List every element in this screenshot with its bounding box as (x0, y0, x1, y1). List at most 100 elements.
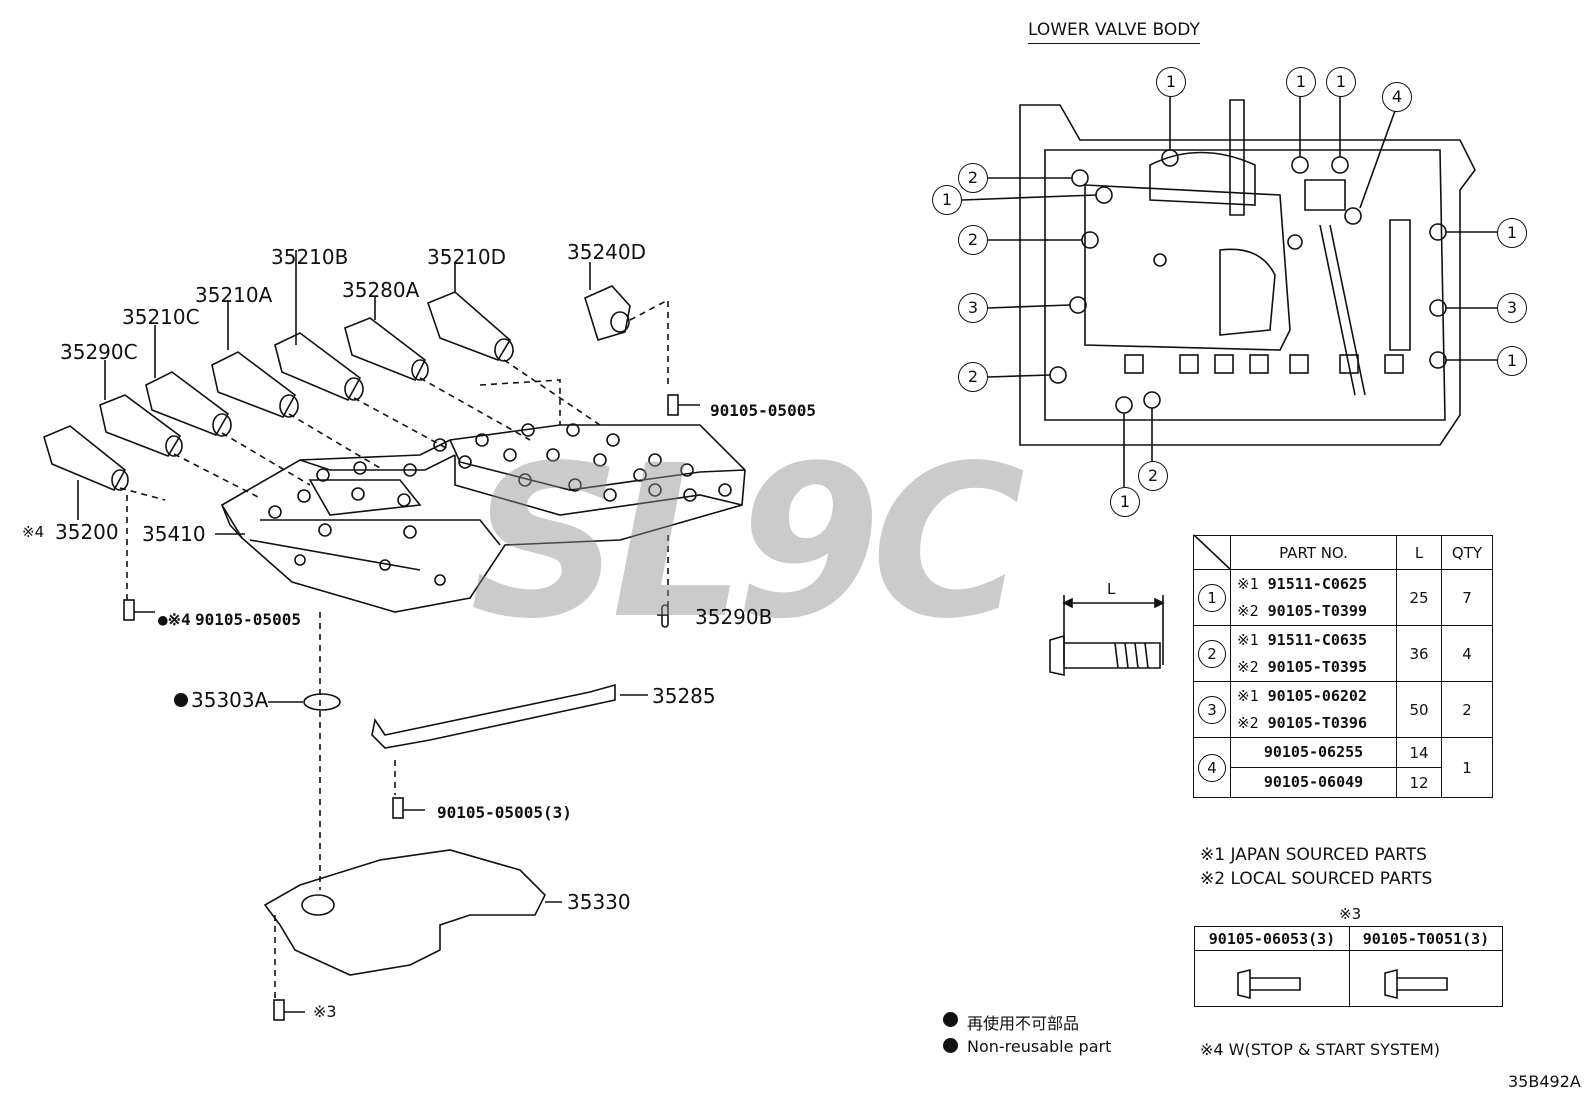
mark: ※2 (1237, 657, 1259, 676)
part-no: 90105-06255 (1230, 737, 1397, 768)
label-35210D: 35210D (427, 245, 507, 269)
table-corner (1193, 535, 1231, 570)
length-cell: 36 (1396, 625, 1442, 682)
bolt-length-label: L (1107, 580, 1116, 598)
label-35410: 35410 (142, 522, 206, 546)
callout-1: 1 (1156, 67, 1186, 97)
strainer-35330 (263, 849, 546, 976)
length-cell: 12 (1396, 767, 1442, 798)
note-3-right-part: 90105-T0051(3) (1349, 926, 1503, 951)
qty-cell: 1 (1441, 737, 1493, 798)
part-no: 90105-06049 (1230, 767, 1397, 798)
solenoid-35200 (43, 425, 129, 492)
part-no: 90105-T0396 (1267, 713, 1367, 732)
callout-2: 2 (958, 225, 988, 255)
part-no: 91511-C0635 (1267, 630, 1367, 649)
label-bolt-bracket: 90105-05005(3) (437, 803, 572, 822)
callout-4: 4 (1382, 82, 1412, 112)
note-3-table: 90105-06053(3) 90105-T0051(3) (1194, 926, 1503, 1007)
table-row: 3 ※1 90105-06202 ※2 90105-T0396 50 2 (1193, 681, 1493, 738)
callout-1: 1 (1286, 67, 1316, 97)
connector-row (1124, 354, 1404, 374)
callout-2: 2 (958, 163, 988, 193)
label-35210C: 35210C (122, 305, 200, 329)
part-no: 90105-T0399 (1267, 601, 1367, 620)
solenoid-35280A (344, 317, 429, 382)
ref-circle: 3 (1198, 695, 1226, 724)
label-bolt-left: 90105-05005 (195, 610, 301, 629)
mark: ※1 (1237, 574, 1259, 593)
legend-dot (943, 1038, 958, 1053)
part-no: 90105-06202 (1267, 686, 1367, 705)
legend-dot (943, 1012, 958, 1027)
mark: ※2 (1237, 601, 1259, 620)
non-reusable-dot (174, 693, 188, 707)
label-bolt-left-mark: ●※4 (158, 610, 191, 629)
part-no: 91511-C0625 (1267, 574, 1367, 593)
label-35210B: 35210B (271, 245, 349, 269)
label-35290C: 35290C (60, 340, 138, 364)
callout-2: 2 (958, 362, 988, 392)
mark: ※1 (1237, 686, 1259, 705)
lower-valve-body-title: LOWER VALVE BODY (1028, 20, 1200, 44)
length-cell: 25 (1396, 569, 1442, 626)
callout-2: 2 (1138, 461, 1168, 491)
ref-circle: 4 (1198, 753, 1226, 782)
header-qty: QTY (1441, 535, 1493, 570)
note-local-sourced: ※2 LOCAL SOURCED PARTS (1200, 869, 1433, 889)
note-stop-start: ※4 W(STOP & START SYSTEM) (1200, 1040, 1441, 1059)
label-35280A: 35280A (342, 278, 420, 302)
table-row: 90105-06049 12 (1194, 767, 1493, 798)
solenoid-35210D (426, 291, 514, 362)
label-35240D: 35240D (567, 240, 647, 264)
note-3-left-part: 90105-06053(3) (1194, 926, 1350, 951)
parts-table: PART NO. L QTY 1 ※1 91511-C0625※2 90105-… (1193, 535, 1493, 798)
table-row: 4 90105-06255 14 1 (1193, 737, 1493, 798)
length-cell: 50 (1396, 681, 1442, 738)
label-35200: 35200 (55, 520, 119, 544)
length-cell: 14 (1396, 737, 1442, 768)
lower-valve-body-outline (1019, 104, 1476, 446)
note-3-left-bolt (1194, 950, 1350, 1007)
legend-japanese: 再使用不可部品 (967, 1014, 1080, 1033)
note-3-right-bolt (1349, 950, 1503, 1007)
solenoid-35210A (211, 351, 299, 418)
label-bolt-cover-mark: ※3 (313, 1002, 337, 1021)
qty-cell: 4 (1441, 625, 1493, 682)
header-l: L (1396, 535, 1442, 570)
label-35285: 35285 (652, 684, 716, 708)
ref-circle: 2 (1198, 639, 1226, 668)
callout-3: 3 (958, 293, 988, 323)
part-no: 90105-T0395 (1267, 657, 1367, 676)
figure-code: 35B492A (1508, 1072, 1581, 1091)
watermark: SL9C (470, 420, 1025, 665)
callout-1: 1 (1497, 346, 1527, 376)
table-row: 1 ※1 91511-C0625 ※2 90105-T0399 25 7 (1193, 569, 1493, 626)
ref-circle: 1 (1198, 583, 1226, 612)
callout-1: 1 (1497, 218, 1527, 248)
callout-1: 1 (1326, 67, 1356, 97)
table-row: 2 ※1 91511-C0635 ※2 90105-T0395 36 4 (1193, 625, 1493, 682)
note-japan-sourced: ※1 JAPAN SOURCED PARTS (1200, 845, 1427, 865)
o-ring (303, 693, 341, 711)
mark: ※1 (1237, 630, 1259, 649)
legend-english: Non-reusable part (967, 1037, 1112, 1056)
bracket-35285 (371, 683, 616, 749)
solenoid-35240D (584, 285, 631, 341)
qty-cell: 7 (1441, 569, 1493, 626)
mark: ※2 (1237, 713, 1259, 732)
bolt-illustration (1049, 634, 1161, 676)
callout-1: 1 (1110, 487, 1140, 517)
valve-body-bolts (268, 423, 732, 586)
label-35290B: 35290B (695, 605, 773, 629)
qty-cell: 2 (1441, 681, 1493, 738)
label-35210A: 35210A (195, 283, 273, 307)
label-bolt-top: 90105-05005 (710, 401, 816, 420)
callout-1: 1 (932, 185, 962, 215)
label-35200-mark: ※4 (22, 523, 45, 541)
solenoid-35290C (99, 394, 183, 457)
label-35303A: 35303A (191, 688, 269, 712)
label-35330: 35330 (567, 890, 631, 914)
note-3-heading: ※3 (1339, 905, 1362, 923)
